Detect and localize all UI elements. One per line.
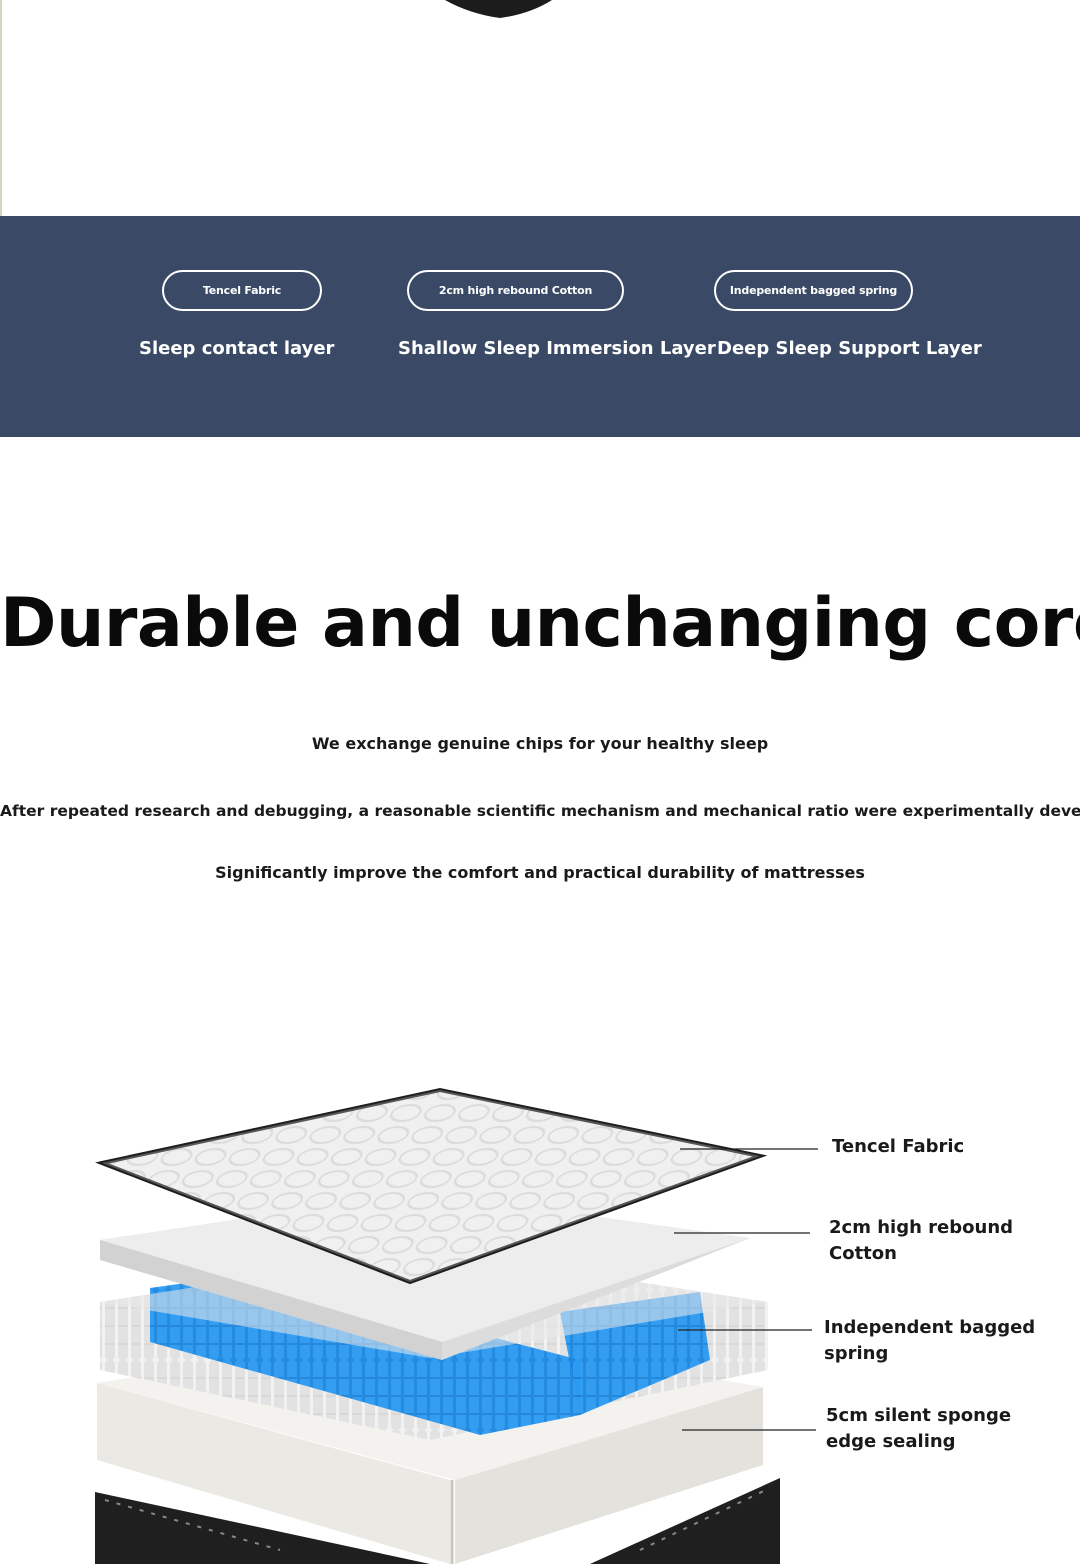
tag-pill-tencel: Tencel Fabric xyxy=(162,270,322,311)
mattress-exploded-image xyxy=(95,1087,818,1564)
mattress-layer-diagram: Tencel Fabric 2cm high rebound Cotton In… xyxy=(0,1080,1080,1564)
callout-rebound-cotton: 2cm high rebound Cotton xyxy=(829,1217,1014,1264)
tag-pill-label: Tencel Fabric xyxy=(202,284,282,297)
top-image-area xyxy=(0,0,1080,216)
tag-pill-cotton: 2cm high rebound Cotton xyxy=(407,270,624,311)
layer-band: Tencel Fabric Sleep contact layer 2cm hi… xyxy=(0,216,1080,437)
tag-pill-label: Independent bagged spring xyxy=(729,284,898,297)
callout-tencel-fabric: Tencel Fabric xyxy=(832,1136,965,1157)
tag-pill-spring: Independent bagged spring xyxy=(714,270,913,311)
body-line-1: We exchange genuine chips for your healt… xyxy=(311,734,769,753)
tag-pill-label: 2cm high rebound Cotton xyxy=(438,284,593,297)
layer-title-sleep-contact: Sleep contact layer xyxy=(139,338,335,359)
mattress-bottom-image xyxy=(445,0,552,18)
body-line-2: After repeated research and debugging, a… xyxy=(0,802,1080,820)
layer-title-shallow-sleep: Shallow Sleep Immersion Layer xyxy=(398,338,716,359)
body-line-3: Significantly improve the comfort and pr… xyxy=(215,863,865,882)
page-title: Durable and unchanging core xyxy=(0,584,1080,663)
left-edge-line xyxy=(0,0,2,216)
callout-sponge-edge: 5cm silent sponge edge sealing xyxy=(826,1405,1012,1452)
layer-title-deep-sleep: Deep Sleep Support Layer xyxy=(717,338,982,359)
callout-bagged-spring: Independent bagged spring xyxy=(824,1317,1036,1364)
